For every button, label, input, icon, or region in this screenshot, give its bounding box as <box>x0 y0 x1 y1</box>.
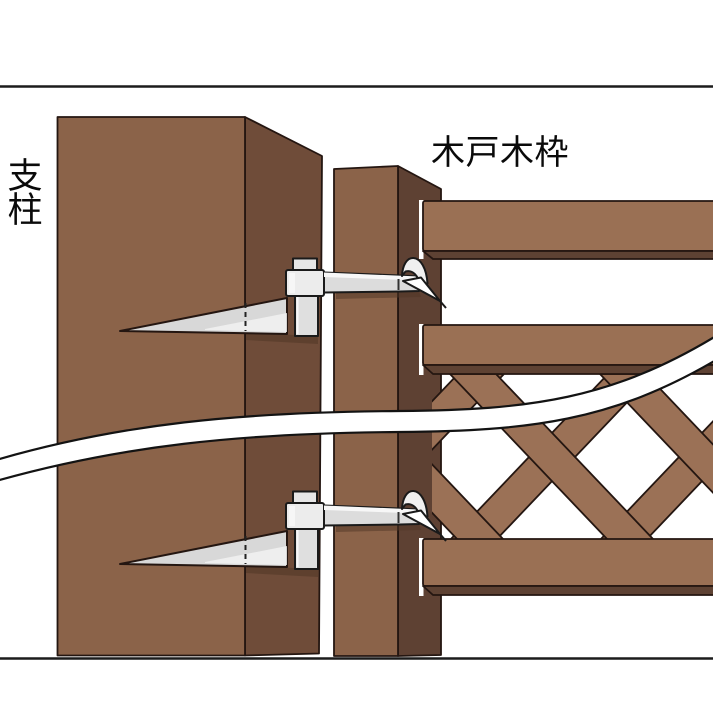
hook-tip-stroke <box>439 300 447 309</box>
rail-bevel <box>422 250 713 260</box>
rail-bevel <box>422 364 713 375</box>
break-band <box>0 336 713 482</box>
lattice-bar-falling <box>599 374 713 495</box>
rail-middle <box>419 324 713 375</box>
rail-top <box>419 200 713 260</box>
post-label-char-1: 支 <box>7 157 42 196</box>
upper-fastener <box>119 257 447 344</box>
post-label-char-2: 柱 <box>7 191 42 230</box>
rail-bevel <box>422 585 713 596</box>
rail-face <box>422 538 713 587</box>
gate-frame-label: 木戸木枠 <box>431 134 569 172</box>
rail-gap-highlight <box>419 324 424 375</box>
post-front-face <box>56 116 246 657</box>
rail-face <box>422 200 713 252</box>
clamp-highlight <box>289 273 295 293</box>
hook-claw <box>402 276 441 302</box>
strap-highlight <box>324 272 419 281</box>
rail-bottom <box>419 538 713 596</box>
rail-face <box>422 324 713 366</box>
rail-gap-highlight <box>419 538 424 596</box>
rail-gap-highlight <box>419 200 424 259</box>
